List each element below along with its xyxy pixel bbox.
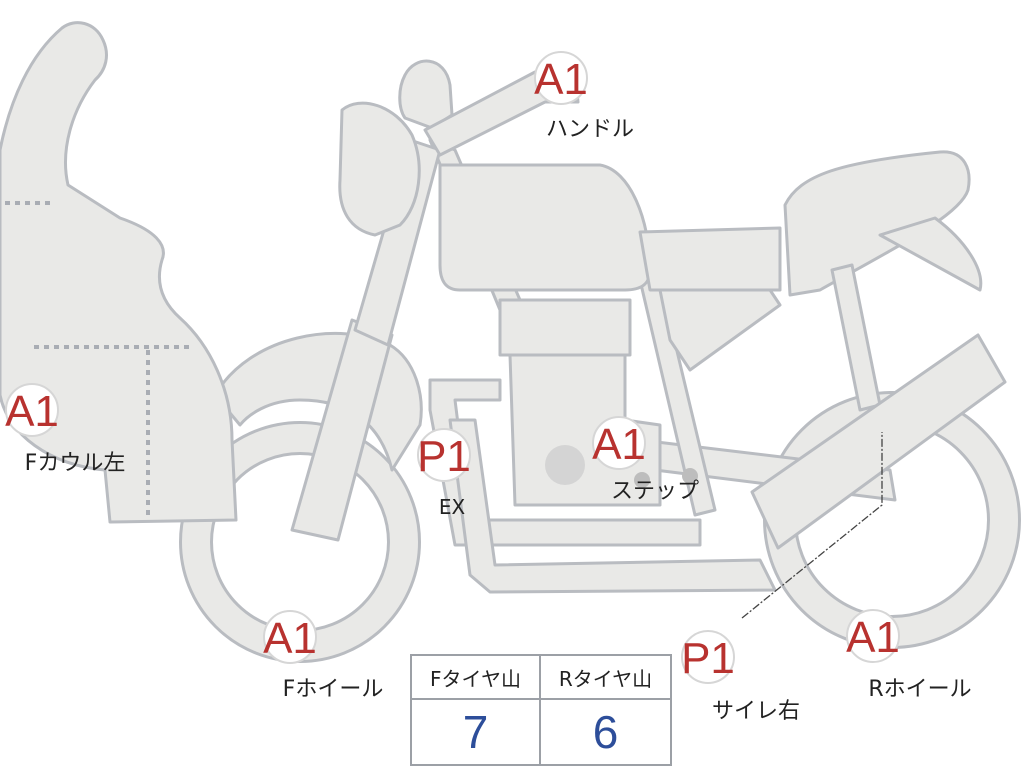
badge-label: ハンドル [546,117,634,142]
muffler [750,333,1007,550]
rear-shock [830,263,882,412]
badge-code: P1 [417,432,471,481]
badge-label: サイレ右 [712,699,800,724]
rear-seat [783,150,971,297]
badge-label: Fカウル左 [25,451,126,476]
tire-tread-table: Fタイヤ山 Rタイヤ山 7 6 [410,654,672,766]
mirror [398,59,454,130]
rear-cowl [878,216,983,292]
badge-code: A1 [592,420,646,469]
front-cowl [0,21,238,524]
front-fork-upper [353,138,442,347]
badge-ex[interactable]: P1 EX [417,428,471,519]
badge-code: A1 [534,55,588,104]
rear-tire-value: 6 [592,706,619,758]
badge-code: A1 [263,614,317,663]
badge-handle[interactable]: A1 ハンドル [534,51,634,142]
exhaust-pipe-lower [448,418,777,594]
badge-label: Fホイール [283,677,384,702]
front-tire-header: Fタイヤ山 [412,656,541,700]
badge-label: ステップ [611,479,699,504]
leader-line [741,432,883,619]
front-tire-value: 7 [412,700,541,764]
badge-label: Rホイール [868,677,971,702]
badge-step[interactable]: A1 ステップ [592,416,699,504]
fuel-tank [438,163,652,292]
seat [638,226,782,292]
badge-code: A1 [5,387,59,436]
badge-muffler-right[interactable]: P1 サイレ右 [681,630,800,724]
rear-tire-header: Rタイヤ山 [541,656,670,700]
badge-f-cowl-left[interactable]: A1 Fカウル左 [5,383,126,476]
badge-r-wheel[interactable]: A1 Rホイール [846,609,972,702]
headlight [338,101,421,237]
badge-f-wheel[interactable]: A1 Fホイール [263,610,384,702]
badge-code: A1 [846,613,900,662]
badge-label: EX [439,495,466,519]
badge-code: P1 [681,634,735,683]
